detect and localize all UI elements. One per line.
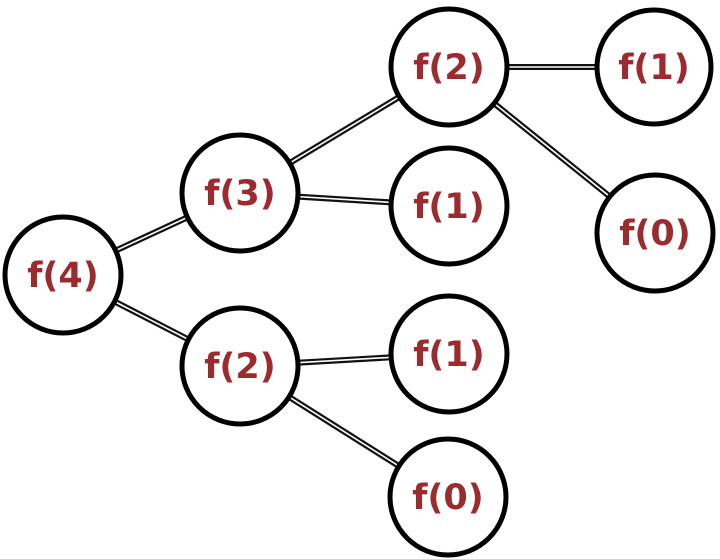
node-f1b: f(1)	[388, 145, 510, 267]
node-f2a: f(2)	[388, 6, 510, 128]
edges-layer	[60, 64, 658, 500]
node-circle	[2, 214, 124, 336]
node-label: f(2)	[413, 48, 485, 88]
node-f2b: f(2)	[179, 305, 301, 427]
node-circle	[388, 6, 510, 128]
node-circle	[594, 172, 716, 294]
node-label: f(1)	[413, 187, 485, 227]
node-label: f(1)	[413, 335, 485, 375]
node-label: f(0)	[619, 214, 691, 254]
node-label: f(2)	[204, 347, 276, 387]
nodes-layer: f(4) f(3) f(2) f(2) f(1) f(1) f(0) f(1) f(0)	[2, 6, 716, 558]
node-label: f(3)	[204, 174, 276, 214]
node-f3: f(3)	[179, 132, 301, 254]
node-circle	[179, 305, 301, 427]
node-circle	[388, 145, 510, 267]
node-circle	[594, 7, 714, 127]
node-f1c: f(1)	[388, 293, 510, 415]
node-label: f(4)	[27, 256, 99, 296]
node-circle	[388, 293, 510, 415]
node-label: f(1)	[618, 48, 690, 88]
node-circle	[179, 132, 301, 254]
node-f1a: f(1)	[594, 7, 714, 127]
node-f4: f(4)	[2, 214, 124, 336]
node-f0b: f(0)	[387, 436, 509, 558]
node-label: f(0)	[412, 478, 484, 518]
node-f0a: f(0)	[594, 172, 716, 294]
node-circle	[387, 436, 509, 558]
